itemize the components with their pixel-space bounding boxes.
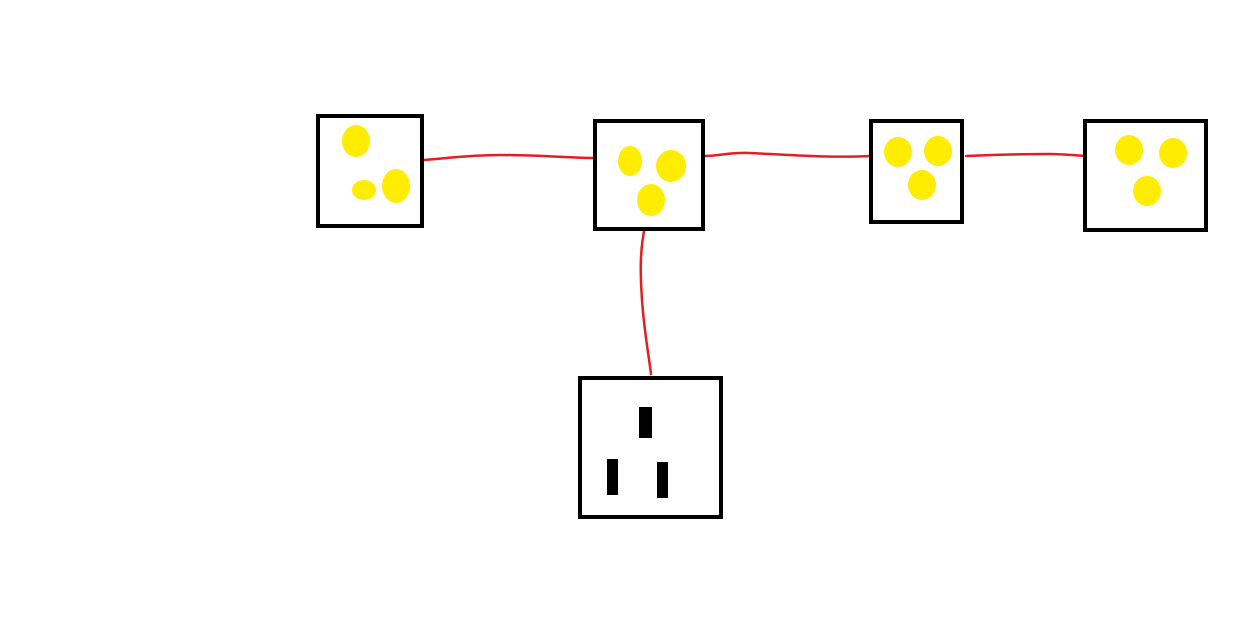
light-box-4 — [1083, 119, 1208, 232]
bulb-icon — [342, 125, 370, 157]
ground-prong-icon — [639, 407, 652, 438]
light-box-3 — [869, 119, 964, 224]
three-bulb-light-icon — [342, 125, 410, 203]
bulb-icon — [618, 146, 642, 176]
three-bulb-light-icon — [1115, 135, 1187, 206]
bulb-icon — [1115, 135, 1143, 165]
wires — [422, 151, 1099, 376]
prong-icon — [607, 459, 618, 495]
wire-box1-to-box2 — [422, 153, 598, 162]
outlet-outline — [578, 376, 723, 519]
bulb-icon — [352, 180, 376, 200]
three-bulb-light-icon — [618, 146, 686, 216]
light-box-2 — [593, 119, 705, 231]
bulb-icon — [656, 150, 686, 182]
bulb-icon — [1133, 176, 1161, 206]
bulb-icon — [884, 137, 912, 167]
wire-outlet-to-box2 — [639, 224, 653, 376]
light-box-outline — [316, 114, 424, 228]
light-box-outline — [1083, 119, 1208, 232]
bulb-icon — [382, 169, 410, 203]
bulb-icon — [924, 136, 952, 166]
power-outlet-icon — [607, 407, 668, 498]
three-bulb-light-icon — [884, 136, 952, 200]
bulb-icon — [637, 184, 665, 216]
wire-box2-to-box3 — [703, 151, 874, 158]
prong-icon — [657, 462, 668, 498]
bulb-icon — [908, 170, 936, 200]
bulb-icon — [1159, 138, 1187, 168]
light-box-1 — [316, 114, 424, 228]
power-outlet — [578, 376, 723, 519]
wire-box3-to-box4 — [964, 152, 1099, 158]
